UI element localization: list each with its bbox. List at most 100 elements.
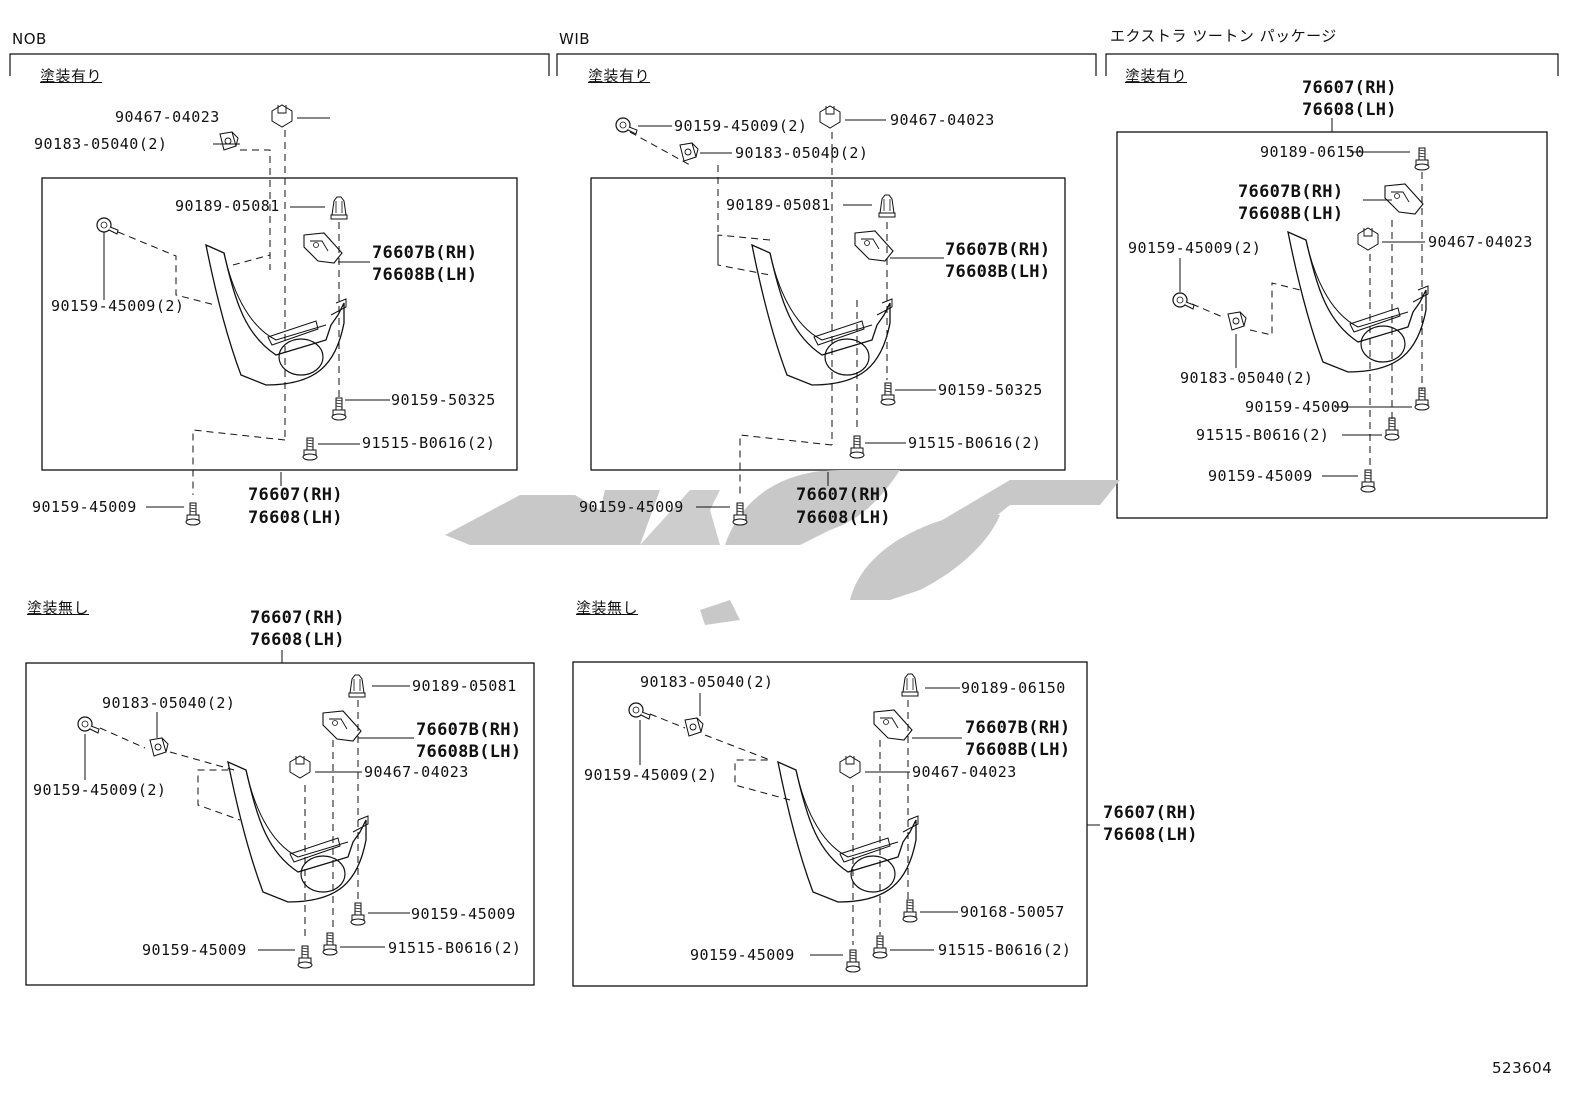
part-label: 91515-B0616(2) [388, 939, 522, 957]
screw-icon [96, 217, 119, 235]
part-label: 90159-45009 [32, 498, 137, 516]
bolt-icon [297, 945, 313, 969]
nut-icon [684, 717, 704, 737]
nut-icon [679, 142, 699, 162]
part-label-bold: 76608(LH) [1302, 100, 1397, 120]
section-title-extra: エクストラ ツートン パッケージ [1110, 27, 1337, 45]
part-label: 91515-B0616(2) [362, 434, 496, 452]
part-label-bold: 76607B(RH) [965, 718, 1071, 738]
part-label: 90159-45009(2) [51, 297, 185, 315]
section-title-nob: NOB [12, 30, 47, 48]
part-label-bold: 76608B(LH) [965, 740, 1071, 760]
part-label-bold: 76607(RH) [796, 485, 891, 505]
part-label: 90467-04023 [364, 763, 469, 781]
subtitle-painted: 塗装有り [588, 67, 651, 85]
panel-wib-painted [590, 177, 1066, 471]
part-label-bold: 76608B(LH) [1238, 204, 1344, 224]
part-label-bold: 76608(LH) [796, 508, 891, 528]
panel-wib-unpainted [572, 661, 1088, 987]
part-label-bold: 76607(RH) [250, 608, 345, 628]
extra-painted-drawing [1172, 118, 1430, 493]
part-label-bold: 76608(LH) [248, 508, 343, 528]
part-label-bold: 76608B(LH) [416, 742, 522, 762]
part-label-bold: 76607B(RH) [1238, 182, 1344, 202]
bolt-icon [331, 397, 347, 421]
watermark-logo [445, 470, 1120, 625]
panel-nob-unpainted [25, 662, 535, 986]
part-label-bold: 76607(RH) [1302, 78, 1397, 98]
mudflap-shape [777, 761, 919, 903]
bracket-icon [322, 710, 362, 742]
nob-unpainted-drawing [77, 650, 414, 969]
bolt-icon [845, 949, 861, 973]
mudflap-shape [1287, 231, 1429, 373]
part-label: 90189-05081 [175, 197, 280, 215]
subtitle-painted: 塗装有り [1125, 67, 1188, 85]
bolt-icon [302, 437, 318, 461]
part-label: 90183-05040(2) [640, 673, 774, 691]
clip-icon [330, 196, 348, 220]
part-label-bold: 76608(LH) [250, 630, 345, 650]
nut-icon [1227, 311, 1247, 331]
bolt-icon [1414, 147, 1430, 171]
part-label: 90183-05040(2) [1180, 369, 1314, 387]
bracket-icon [873, 709, 913, 741]
part-label: 90168-50057 [960, 903, 1065, 921]
part-label: 90159-45009 [579, 498, 684, 516]
part-label: 90159-45009(2) [33, 781, 167, 799]
retainer-icon [1357, 227, 1379, 251]
part-label-bold: 76607(RH) [1103, 803, 1198, 823]
bolt-icon [880, 382, 896, 406]
section-brackets [9, 53, 1559, 76]
part-label: 90189-06150 [961, 679, 1066, 697]
bolt-icon [185, 502, 201, 526]
part-label: 90467-04023 [890, 111, 995, 129]
part-label: 91515-B0616(2) [1196, 426, 1330, 444]
retainer-icon [819, 105, 841, 129]
part-label: 91515-B0616(2) [908, 434, 1042, 452]
part-label: 90159-50325 [391, 391, 496, 409]
part-label: 90159-45009 [1245, 398, 1350, 416]
nob-painted-drawing [96, 104, 390, 526]
part-label: 90159-45009(2) [584, 766, 718, 784]
part-label: 90159-45009(2) [674, 117, 808, 135]
part-label: 90159-45009 [411, 905, 516, 923]
wib-painted-drawing [615, 105, 944, 526]
part-label: 90183-05040(2) [102, 694, 236, 712]
part-label: 90467-04023 [912, 763, 1017, 781]
part-label: 90189-06150 [1260, 143, 1365, 161]
mudflap-shape [751, 244, 893, 386]
panel-nob-painted [41, 177, 518, 471]
mudflap-shape [205, 244, 347, 386]
part-label-bold: 76607B(RH) [372, 243, 478, 263]
part-label-bold: 76607B(RH) [416, 720, 522, 740]
subtitle-unpainted: 塗装無し [576, 599, 639, 617]
mudflap-shape [227, 761, 369, 903]
bolt-icon [1360, 469, 1376, 493]
part-label-bold: 76608B(LH) [372, 265, 478, 285]
part-label-bold: 76608(LH) [1103, 825, 1198, 845]
bolt-icon [872, 935, 888, 959]
clip-icon [348, 674, 366, 698]
wib-unpainted-drawing [628, 673, 1100, 973]
section-title-wib: WIB [559, 30, 591, 48]
retainer-icon [839, 755, 861, 779]
bracket-icon [303, 232, 343, 264]
part-label-bold: 76608B(LH) [945, 262, 1051, 282]
part-label: 90159-45009 [142, 941, 247, 959]
nut-icon [219, 131, 239, 151]
screw-icon [77, 716, 100, 734]
part-label-bold: 76607B(RH) [945, 240, 1051, 260]
part-label: 90159-50325 [938, 381, 1043, 399]
bolt-icon [322, 932, 338, 956]
part-label: 90159-45009 [690, 946, 795, 964]
part-label: 91515-B0616(2) [938, 941, 1072, 959]
part-label: 90467-04023 [1428, 233, 1533, 251]
bracket-icon [1384, 183, 1424, 215]
part-label: 90159-45009 [1208, 467, 1313, 485]
figure-number: 523604 [1492, 1059, 1553, 1077]
part-label: 90183-05040(2) [735, 144, 869, 162]
screw-icon [1172, 292, 1195, 310]
clip-icon [901, 673, 919, 697]
clip-icon [878, 194, 896, 218]
